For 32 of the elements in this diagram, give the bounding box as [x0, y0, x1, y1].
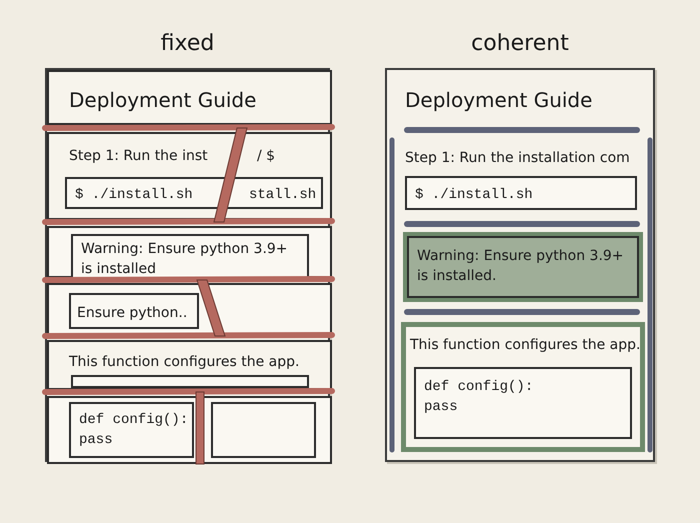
code-block — [65, 177, 323, 209]
empty-box — [71, 375, 309, 388]
section-box — [47, 132, 332, 220]
code-text: stall.sh — [249, 186, 316, 205]
title-bar — [47, 70, 332, 125]
code-block — [405, 176, 637, 210]
empty-box — [47, 396, 332, 464]
warning-box — [71, 234, 309, 280]
guide-title: Deployment Guide — [69, 88, 256, 112]
code-text: def config(): pass — [424, 378, 534, 417]
code-text: $ ./install.sh — [415, 186, 533, 205]
body-text: / $ — [257, 147, 276, 166]
body-text: This function configures the app. — [410, 336, 640, 355]
section-box — [47, 340, 332, 390]
body-text: Warning: Ensure python 3.9+ is installed — [81, 240, 289, 279]
body-text: Warning: Ensure python 3.9+ is installed. — [417, 247, 625, 286]
body-text: Ensure python.. — [77, 304, 188, 323]
empty-box — [47, 283, 332, 335]
code-text: def config(): pass — [79, 411, 189, 450]
code-text: $ ./install.sh — [75, 186, 193, 205]
body-text: This function configures the app. — [69, 353, 300, 372]
panel-heading: coherent — [470, 30, 570, 58]
body-text: Step 1: Run the installation com — [405, 149, 630, 168]
section-box — [401, 322, 645, 452]
panel-heading: fixed — [160, 30, 216, 58]
code-block — [414, 367, 632, 439]
text-box — [69, 293, 199, 329]
guide-title: Deployment Guide — [405, 88, 592, 112]
code-block — [69, 402, 194, 458]
empty-box — [211, 402, 316, 458]
empty-box — [47, 226, 332, 278]
body-text: Step 1: Run the inst — [69, 147, 208, 166]
